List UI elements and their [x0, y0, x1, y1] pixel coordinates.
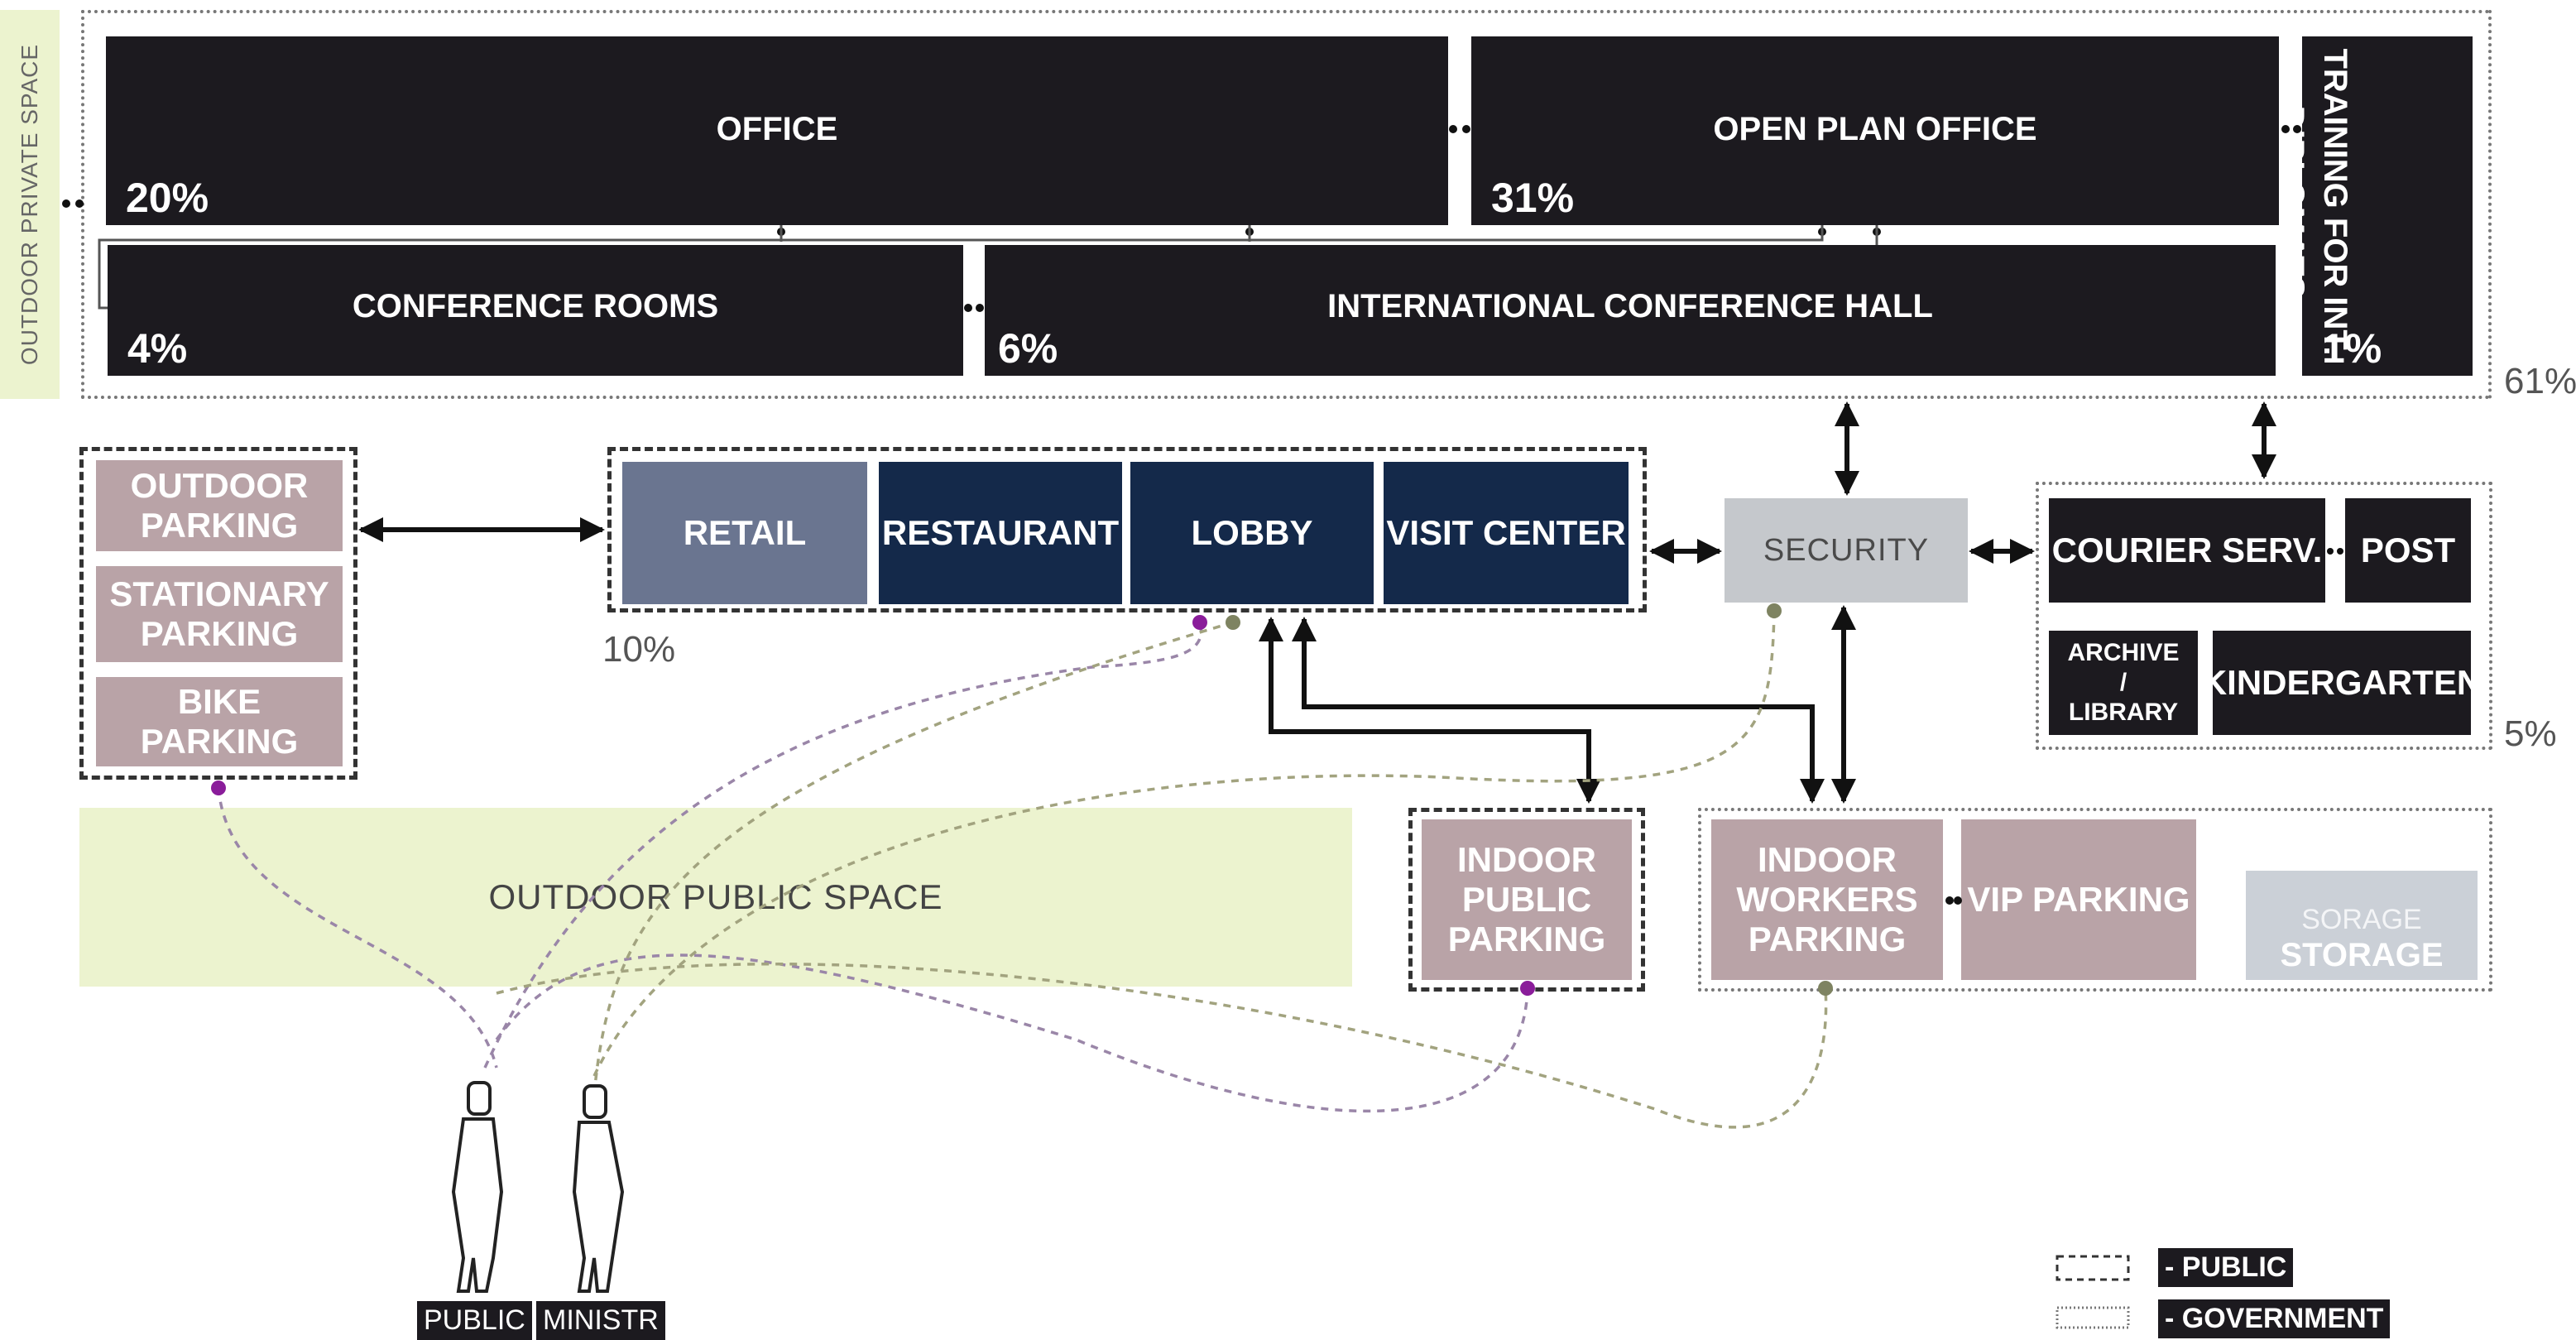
- indoor-public-parking-block: INDOOR PUBLIC PARKING: [1422, 819, 1632, 980]
- ministry-paths: [496, 612, 1828, 1129]
- kindergarten-block: KINDERGARTEN: [2202, 631, 2482, 735]
- outdoor-private-space: OUTDOOR PRIVATE SPACE: [0, 10, 60, 399]
- sorage-label: SORAGE: [2301, 904, 2422, 935]
- vip-parking-block: VIP PARKING: [1961, 819, 2196, 980]
- storage-label: STORAGE: [2280, 937, 2444, 973]
- stationary-parking-block: STATIONARY PARKING: [96, 566, 343, 662]
- services-group: [2036, 482, 2492, 750]
- bike-parking-block: BIKE PARKING: [96, 677, 343, 766]
- intl-hall-pct: 6%: [998, 325, 1058, 372]
- outdoor-public-space: OUTDOOR PUBLIC SPACE: [79, 808, 1352, 987]
- restaurant-block: RESTAURANT: [879, 462, 1122, 604]
- ministry-dots: [1226, 603, 1833, 996]
- connector-dots: [62, 125, 2343, 905]
- retail-block: RETAIL: [622, 462, 867, 604]
- indoor-workers-parking-block: INDOOR WORKERS PARKING: [1711, 819, 1943, 980]
- person-ministr-figure: [572, 1084, 625, 1293]
- training-pct: 1%: [2322, 325, 2382, 372]
- parking-group: [79, 447, 357, 780]
- office-pct: 20%: [126, 175, 209, 221]
- open-plan-label: OPEN PLAN OFFICE: [1713, 111, 2037, 147]
- legend-government-label: - GOVERNMENT: [2158, 1299, 2391, 1338]
- office-block: OFFICE 20%: [106, 36, 1448, 225]
- outdoor-parking-block: OUTDOOR PARKING: [96, 460, 343, 551]
- arrow-lobby-workers: [1292, 617, 1825, 804]
- security-block: SECURITY: [1725, 498, 1968, 603]
- public-dots: [211, 615, 1535, 996]
- intl-hall-label: INTERNATIONAL CONFERENCE HALL: [1327, 288, 1933, 324]
- public-group: [607, 447, 1647, 612]
- arrow-lobby-indoor-public: [1259, 617, 1601, 804]
- workers-group: [1698, 808, 2492, 992]
- office-label: OFFICE: [716, 111, 838, 147]
- legend-public-swatch: [2056, 1255, 2130, 1281]
- visit-center-block: VISIT CENTER: [1384, 462, 1629, 604]
- conference-rooms-block: CONFERENCE ROOMS 4%: [108, 245, 963, 376]
- person-ministr-label: MINISTR: [536, 1301, 665, 1340]
- conference-pct: 4%: [127, 325, 188, 372]
- lobby-block: LOBBY: [1130, 462, 1374, 604]
- post-block: POST: [2345, 498, 2471, 603]
- public-paths: [217, 622, 1529, 1113]
- intl-conference-hall-block: INTERNATIONAL CONFERENCE HALL 6%: [985, 245, 2276, 376]
- open-plan-office-block: OPEN PLAN OFFICE 31%: [1471, 36, 2279, 225]
- legend-government-swatch: [2056, 1306, 2130, 1329]
- person-public-label: PUBLIC: [417, 1301, 532, 1340]
- storage-block: SORAGE STORAGE: [2246, 871, 2478, 980]
- archive-block: ARCHIVE / LIBRARY: [2049, 631, 2198, 735]
- courier-block: COURIER SERV.: [2049, 498, 2325, 603]
- internal-links: [98, 225, 1878, 310]
- conference-label: CONFERENCE ROOMS: [352, 288, 719, 324]
- legend-public-label: - PUBLIC: [2158, 1248, 2294, 1287]
- person-public-figure: [451, 1081, 504, 1293]
- services-pct: 5%: [2504, 713, 2557, 754]
- training-block: TRAINING FOR INT. DIPLOMATS 1%: [2274, 36, 2473, 376]
- open-plan-pct: 31%: [1491, 175, 1575, 221]
- government-pct: 61%: [2504, 361, 2576, 401]
- public-pct: 10%: [602, 629, 676, 670]
